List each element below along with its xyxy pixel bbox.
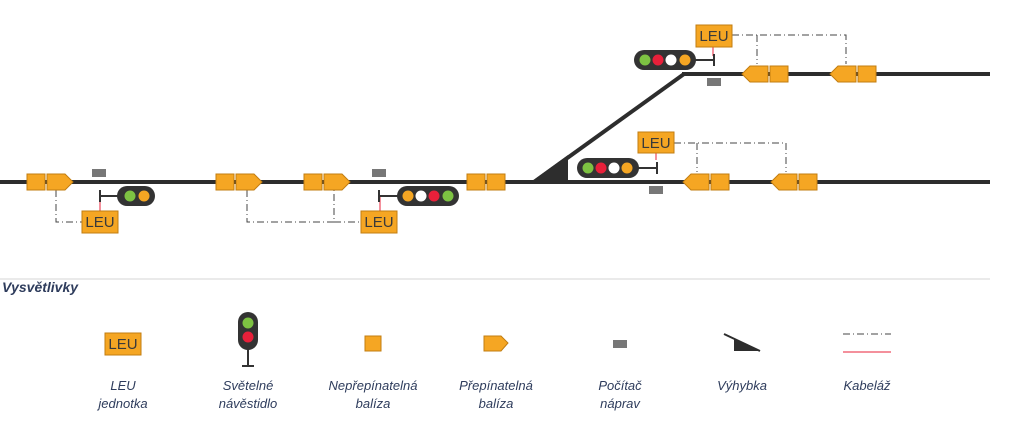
switchable-balises bbox=[46, 65, 857, 191]
leu-unit: LEU bbox=[637, 131, 675, 154]
signal bbox=[577, 158, 658, 178]
lamp-green bbox=[124, 190, 136, 202]
legend-label-leu: LEU jednotka bbox=[98, 378, 148, 411]
legend-axle-counter-icon bbox=[613, 340, 627, 348]
legend-turnout-icon bbox=[723, 333, 761, 352]
axle-counters bbox=[92, 78, 721, 194]
fixed-balise bbox=[486, 173, 506, 191]
axle-counter bbox=[649, 186, 663, 194]
lamp-green bbox=[639, 54, 651, 66]
leu-unit: LEU bbox=[360, 210, 398, 234]
signal bbox=[99, 186, 155, 206]
legend-label-switchable-balise: Přepínatelná balíza bbox=[459, 378, 533, 411]
legend-switchable-balise-icon bbox=[483, 335, 509, 352]
axle-counter bbox=[707, 78, 721, 86]
lamp-orange bbox=[138, 190, 150, 202]
fixed-balise bbox=[769, 65, 789, 83]
legend-label-axle-counter: Počítač náprav bbox=[598, 378, 642, 411]
cabling-dashdot bbox=[55, 34, 847, 223]
fixed-balise bbox=[26, 173, 46, 191]
legend-fixed-balise-icon bbox=[364, 335, 382, 352]
legend-label-cabling: Kabeláž bbox=[843, 378, 891, 393]
lamp-orange bbox=[679, 54, 691, 66]
legend-signal-icon bbox=[238, 312, 258, 367]
lamp-orange bbox=[621, 162, 633, 174]
switchable-balise bbox=[770, 173, 798, 191]
signal-body bbox=[634, 50, 696, 70]
cable-line bbox=[674, 142, 787, 172]
lamp-green bbox=[442, 190, 454, 202]
switchable-balise bbox=[682, 173, 710, 191]
fixed-balise bbox=[857, 65, 877, 83]
axle-counter bbox=[92, 169, 106, 177]
lamp-red bbox=[652, 54, 664, 66]
legend-label-signal: Světelné návěstidlo bbox=[218, 378, 278, 411]
leu-unit: LEU bbox=[695, 24, 733, 48]
switchable-balise bbox=[741, 65, 769, 83]
switchable-balise bbox=[235, 173, 263, 191]
axle-counter bbox=[372, 169, 386, 177]
legend-label-turnout: Výhybka bbox=[717, 378, 767, 393]
fixed-balise bbox=[303, 173, 323, 191]
switchable-balise bbox=[829, 65, 857, 83]
switchable-balise bbox=[46, 173, 74, 191]
switchable-balise bbox=[323, 173, 351, 191]
lamp-red bbox=[428, 190, 440, 202]
lamp-green bbox=[582, 162, 594, 174]
fixed-balise bbox=[215, 173, 235, 191]
cable-line bbox=[55, 190, 82, 223]
lamp-orange bbox=[402, 190, 414, 202]
lamp-white bbox=[665, 54, 677, 66]
legend-label-fixed-balise: Nepřepínatelná balíza bbox=[328, 378, 418, 411]
legend-title: Vysvětlivky bbox=[2, 279, 79, 295]
signal-body bbox=[577, 158, 639, 178]
cable-line bbox=[732, 34, 847, 64]
fixed-balise bbox=[466, 173, 486, 191]
lamp-white bbox=[608, 162, 620, 174]
leu-label: LEU bbox=[641, 135, 670, 152]
lamp-red bbox=[595, 162, 607, 174]
tracks bbox=[0, 72, 990, 184]
fixed-balise bbox=[798, 173, 818, 191]
signal-body bbox=[397, 186, 459, 206]
lamp-white bbox=[415, 190, 427, 202]
cable-line bbox=[246, 190, 335, 223]
legend-leu-icon: LEU bbox=[104, 332, 142, 356]
legend-leu-icon-label: LEU bbox=[108, 336, 137, 353]
leu-label: LEU bbox=[85, 214, 114, 231]
signal bbox=[634, 50, 715, 70]
fixed-balise bbox=[710, 173, 730, 191]
legend-symbols: LEU bbox=[104, 312, 891, 367]
leu-label: LEU bbox=[699, 28, 728, 45]
leu-unit: LEU bbox=[81, 210, 119, 234]
leu-label: LEU bbox=[364, 214, 393, 231]
signal bbox=[378, 186, 459, 206]
fixed-balises bbox=[26, 65, 877, 191]
turnout-frog bbox=[528, 155, 568, 184]
